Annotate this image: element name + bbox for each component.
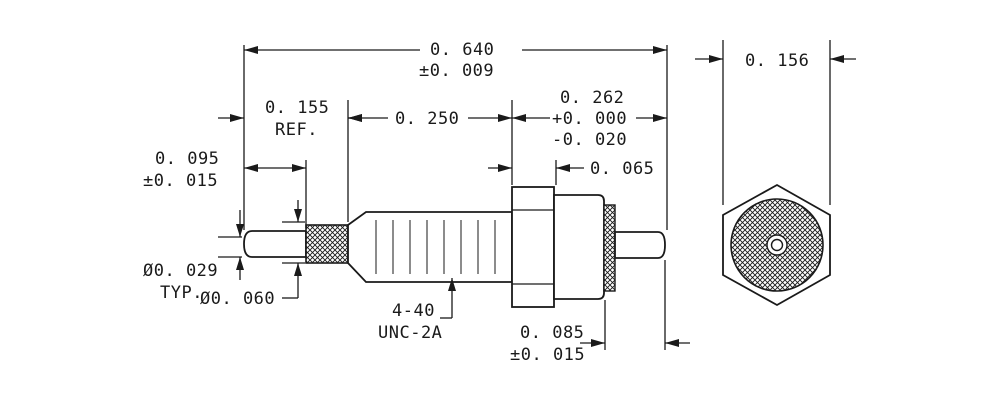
thread-leader	[440, 278, 456, 319]
rear-length-value: 0. 262	[560, 88, 624, 108]
knurl-diameter-value: Ø0. 060	[200, 289, 275, 309]
ref-length-value: 0. 155	[265, 98, 329, 118]
rear-length-tol-minus: -0. 020	[552, 130, 627, 150]
collar-length-dim	[488, 164, 584, 172]
thread-lines	[375, 220, 496, 274]
overall-length-tolerance: ±0. 009	[419, 61, 494, 81]
tail-length-dim	[580, 339, 690, 347]
threaded-body	[347, 211, 513, 283]
rear-length-tol-plus: +0. 000	[552, 109, 627, 129]
thread-spec-class: UNC-2A	[378, 323, 442, 343]
tail-pin	[614, 231, 666, 259]
knurl-section	[305, 224, 349, 264]
collar-length-value: 0. 065	[590, 159, 654, 179]
pin-length-tolerance: ±0. 015	[143, 171, 218, 191]
pin-diameter-value: Ø0. 029	[143, 261, 218, 281]
end-view	[722, 40, 831, 307]
ref-length-note: REF.	[275, 120, 318, 140]
tail-length-tolerance: ±0. 015	[510, 345, 585, 365]
dimension-labels: 0. 640 ±0. 009 0. 156 0. 155 REF. 0. 250…	[143, 40, 809, 365]
hex-width-dim	[695, 55, 856, 63]
hex-nut	[511, 186, 555, 308]
extension-lines	[218, 45, 668, 350]
thread-length-dim	[348, 114, 512, 122]
pin-diameter-dim	[236, 210, 244, 280]
left-pin	[243, 230, 307, 258]
hex-width-value: 0. 156	[745, 51, 809, 71]
thread-length-value: 0. 250	[395, 109, 459, 129]
rear-knurl	[603, 204, 616, 292]
pin-length-dim	[244, 164, 306, 172]
end-view-pin-center	[770, 238, 784, 252]
side-view	[243, 186, 666, 308]
knurl-diameter-dim	[282, 200, 302, 299]
thread-spec-size: 4-40	[392, 301, 435, 321]
pin-diameter-note: TYP.	[160, 283, 203, 303]
rear-length-dim	[512, 114, 667, 122]
pin-length-value: 0. 095	[155, 149, 219, 169]
collar	[553, 194, 605, 300]
dimension-lines	[218, 46, 856, 347]
tail-length-value: 0. 085	[520, 323, 584, 343]
overall-length-value: 0. 640	[430, 40, 494, 60]
overall-length-dim	[244, 46, 667, 54]
